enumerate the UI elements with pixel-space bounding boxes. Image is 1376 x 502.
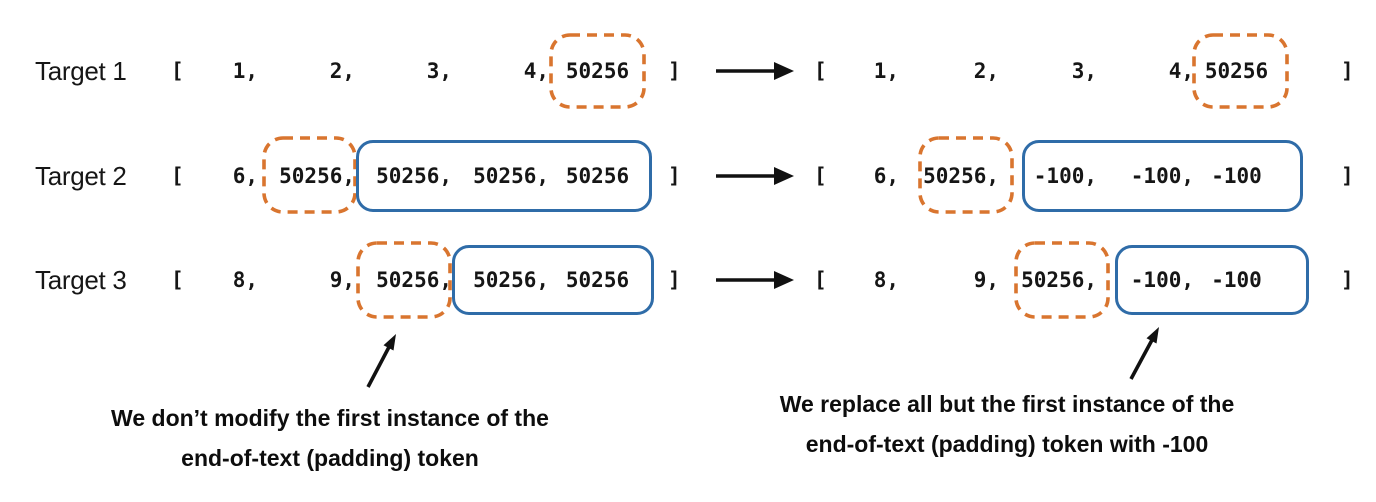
annotation-up-arrow-icon xyxy=(366,334,396,388)
token-ignore: -100, xyxy=(1033,164,1097,188)
close-bracket: ] xyxy=(1341,268,1354,292)
close-bracket: ] xyxy=(668,59,681,83)
token: 50256, xyxy=(376,164,452,188)
token-ignore: -100 xyxy=(1211,268,1262,292)
token: 4, xyxy=(1168,59,1194,83)
token: 50256 xyxy=(565,268,630,292)
open-bracket: [ xyxy=(814,164,827,188)
token: 50256 xyxy=(565,164,630,188)
masked-tokens-solid-box xyxy=(1115,245,1309,315)
annotation-line: We don’t modify the first instance of th… xyxy=(111,405,549,431)
right-arrow-icon xyxy=(716,62,794,80)
first-eot-dashed-box xyxy=(262,136,357,214)
masked-tokens-solid-box xyxy=(452,245,654,315)
token-ignore: -100, xyxy=(1130,268,1194,292)
token: 1, xyxy=(873,59,899,83)
open-bracket: [ xyxy=(814,59,827,83)
open-bracket: [ xyxy=(171,59,184,83)
token: 6, xyxy=(873,164,899,188)
masked-tokens-solid-box xyxy=(1022,140,1303,212)
annotation-up-arrow-icon xyxy=(1129,327,1159,380)
annotation-line: end-of-text (padding) token xyxy=(181,445,479,471)
token-eot: 50256 xyxy=(565,59,630,83)
token-eot: 50256, xyxy=(923,164,999,188)
token-eot: 50256, xyxy=(1021,268,1097,292)
token-eot: 50256, xyxy=(279,164,355,188)
right-arrow-icon xyxy=(716,167,794,185)
open-bracket: [ xyxy=(171,164,184,188)
close-bracket: ] xyxy=(1341,59,1354,83)
annotation-replace-with-minus100: We replace all but the first instance of… xyxy=(737,384,1277,464)
masked-tokens-solid-box xyxy=(356,140,652,212)
token: 4, xyxy=(523,59,549,83)
token: 3, xyxy=(426,59,452,83)
close-bracket: ] xyxy=(668,164,681,188)
open-bracket: [ xyxy=(814,268,827,292)
token: 3, xyxy=(1071,59,1097,83)
row-label: Target 2 xyxy=(35,161,127,191)
first-eot-dashed-box xyxy=(1192,33,1289,109)
token: 2, xyxy=(329,59,355,83)
first-eot-dashed-box xyxy=(918,136,1014,214)
close-bracket: ] xyxy=(1341,164,1354,188)
annotation-keep-first-eot: We don’t modify the first instance of th… xyxy=(60,398,600,478)
open-bracket: [ xyxy=(171,268,184,292)
row-label: Target 1 xyxy=(35,56,127,86)
token: 50256, xyxy=(473,164,549,188)
token: 9, xyxy=(329,268,355,292)
token: 8, xyxy=(232,268,258,292)
token: 50256, xyxy=(473,268,549,292)
annotation-line: We replace all but the first instance of… xyxy=(779,391,1235,417)
first-eot-dashed-box xyxy=(549,33,646,109)
row-label: Target 3 xyxy=(35,265,127,295)
token: 9, xyxy=(973,268,999,292)
token: 8, xyxy=(873,268,899,292)
token-eot: 50256, xyxy=(376,268,452,292)
token-ignore: -100 xyxy=(1211,164,1262,188)
token: 1, xyxy=(232,59,258,83)
token-eot: 50256 xyxy=(1204,59,1269,83)
first-eot-dashed-box xyxy=(1014,241,1110,319)
annotation-line: end-of-text (padding) token with -100 xyxy=(805,431,1209,457)
close-bracket: ] xyxy=(668,268,681,292)
token: 2, xyxy=(973,59,999,83)
first-eot-dashed-box xyxy=(356,241,452,319)
right-arrow-icon xyxy=(716,271,794,289)
token: 6, xyxy=(232,164,258,188)
token-ignore: -100, xyxy=(1130,164,1194,188)
